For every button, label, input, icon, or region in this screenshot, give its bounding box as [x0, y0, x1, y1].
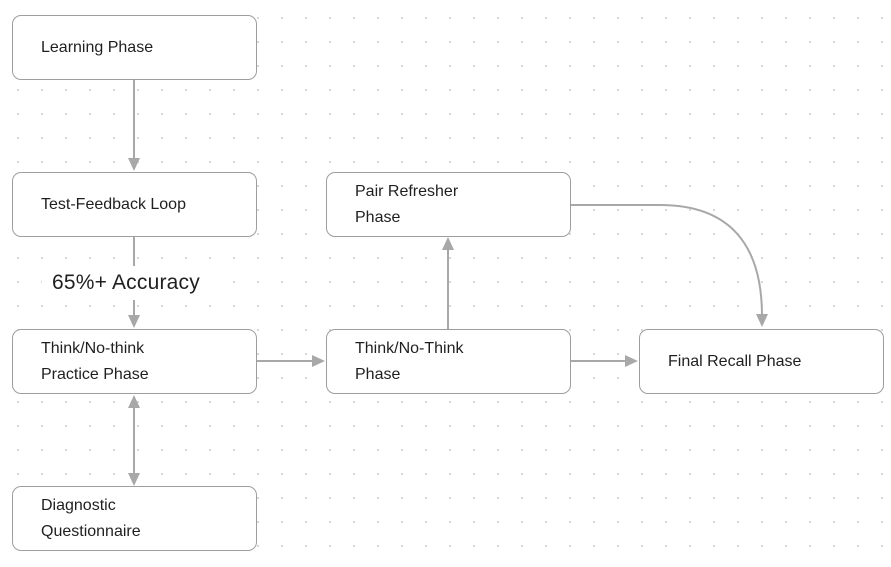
diagnostic-questionnaire-label: Diagnostic Questionnaire — [41, 496, 141, 540]
diagnostic-questionnaire-node[interactable]: Diagnostic Questionnaire — [12, 486, 257, 551]
final-recall-phase-node[interactable]: Final Recall Phase — [639, 329, 884, 394]
pair-refresher-phase-label: Pair Refresher Phase — [355, 182, 459, 226]
edge-learning-to-test-feedback — [128, 80, 140, 171]
pair-refresher-phase-node[interactable]: Pair Refresher Phase — [326, 172, 571, 237]
learning-phase-label: Learning Phase — [41, 38, 154, 56]
edge-think-practice-diagnostic — [128, 395, 140, 486]
accuracy-edge-label: 65%+ Accuracy — [42, 266, 232, 300]
think-no-think-practice-node[interactable]: Think/No-think Practice Phase — [12, 329, 257, 394]
test-feedback-loop-node[interactable]: Test-Feedback Loop — [12, 172, 257, 237]
edge-pair-refresher-to-final-recall — [571, 204, 768, 327]
final-recall-phase-label: Final Recall Phase — [668, 352, 802, 370]
think-no-think-practice-label: Think/No-think Practice Phase — [41, 339, 149, 383]
edge-think-practice-to-think-no-think — [257, 355, 325, 367]
edge-think-no-think-to-pair-refresher — [442, 237, 454, 329]
learning-phase-node[interactable]: Learning Phase — [12, 15, 257, 80]
test-feedback-loop-label: Test-Feedback Loop — [41, 195, 186, 213]
edge-think-no-think-to-final-recall — [571, 355, 638, 367]
think-no-think-phase-label: Think/No-Think Phase — [355, 339, 464, 383]
think-no-think-phase-node[interactable]: Think/No-Think Phase — [326, 329, 571, 394]
